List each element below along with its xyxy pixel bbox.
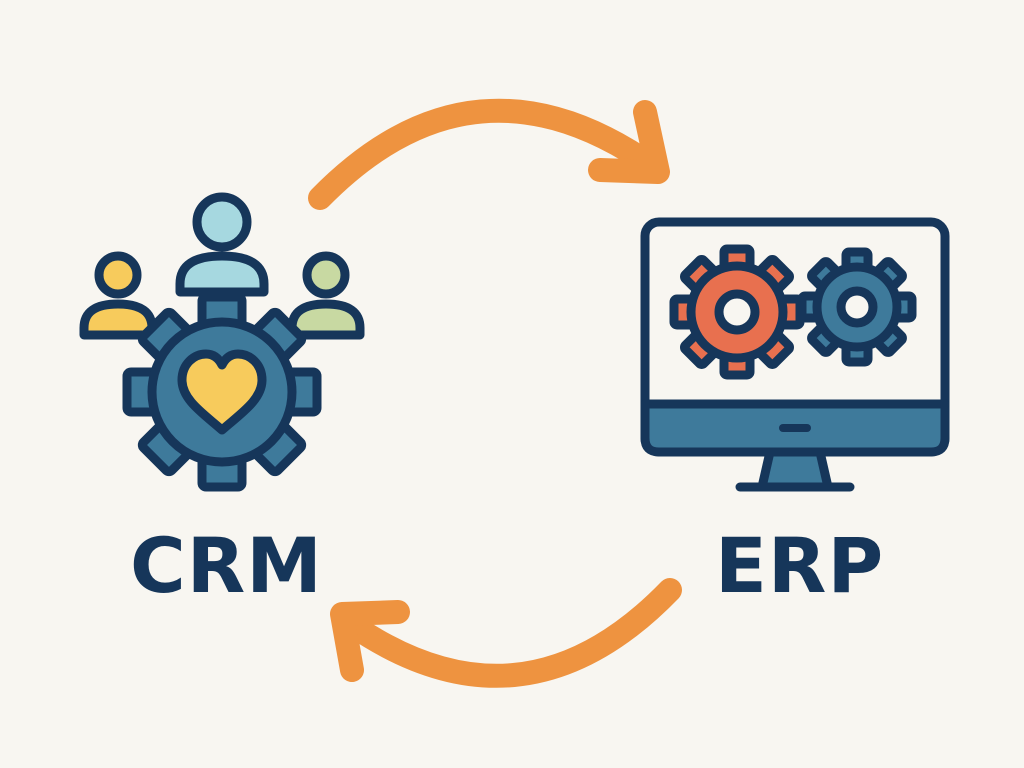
- gear-blue-icon: [797, 247, 917, 367]
- erp-icon: [640, 217, 950, 492]
- arrow-erp-to-crm: [330, 578, 682, 688]
- person-green-icon: [287, 251, 365, 340]
- heart-icon: [177, 349, 267, 435]
- crm-gear-icon: [122, 292, 322, 492]
- person-yellow-icon: [79, 251, 157, 340]
- crm-label: CRM: [130, 521, 323, 610]
- crm-icon: [79, 192, 365, 492]
- monitor-stand: [735, 447, 855, 492]
- gear-red-icon: [669, 244, 805, 380]
- arrow-crm-to-erp: [308, 98, 670, 210]
- erp-label: ERP: [715, 521, 885, 610]
- person-blue-icon: [175, 192, 269, 297]
